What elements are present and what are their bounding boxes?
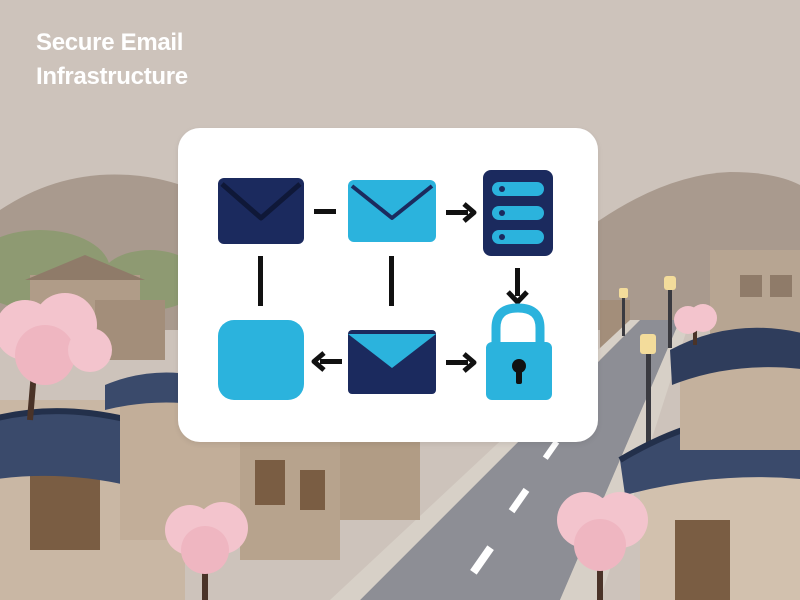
headline-line-2: Infrastructure: [36, 63, 188, 90]
envelope-cyan-icon: [348, 180, 436, 242]
blossom-tree-far-right: [674, 304, 717, 345]
arrow-right-icon: [446, 202, 477, 223]
blossom-tree-center-left: [165, 502, 248, 600]
blossom-tree-right: [557, 492, 648, 600]
server-icon: [483, 170, 553, 256]
padlock-icon: [486, 303, 552, 400]
road: [360, 320, 680, 600]
connector-vertical-left: [258, 256, 263, 306]
headline-line-1: Secure Email: [36, 29, 184, 56]
envelope-navy-icon: [218, 178, 304, 244]
arrow-right-icon-lower: [446, 352, 477, 373]
arrow-down-icon: [506, 268, 529, 305]
headline: Secure Email Infrastructure: [36, 26, 188, 94]
connector-vertical-middle: [389, 256, 394, 306]
arrow-left-icon: [311, 351, 342, 372]
connector-dash: [314, 209, 336, 214]
rounded-square-icon: [218, 320, 304, 400]
diagram-card: [178, 128, 598, 442]
envelope-open-navy-icon: [348, 330, 436, 394]
blossom-tree-left: [0, 293, 112, 421]
